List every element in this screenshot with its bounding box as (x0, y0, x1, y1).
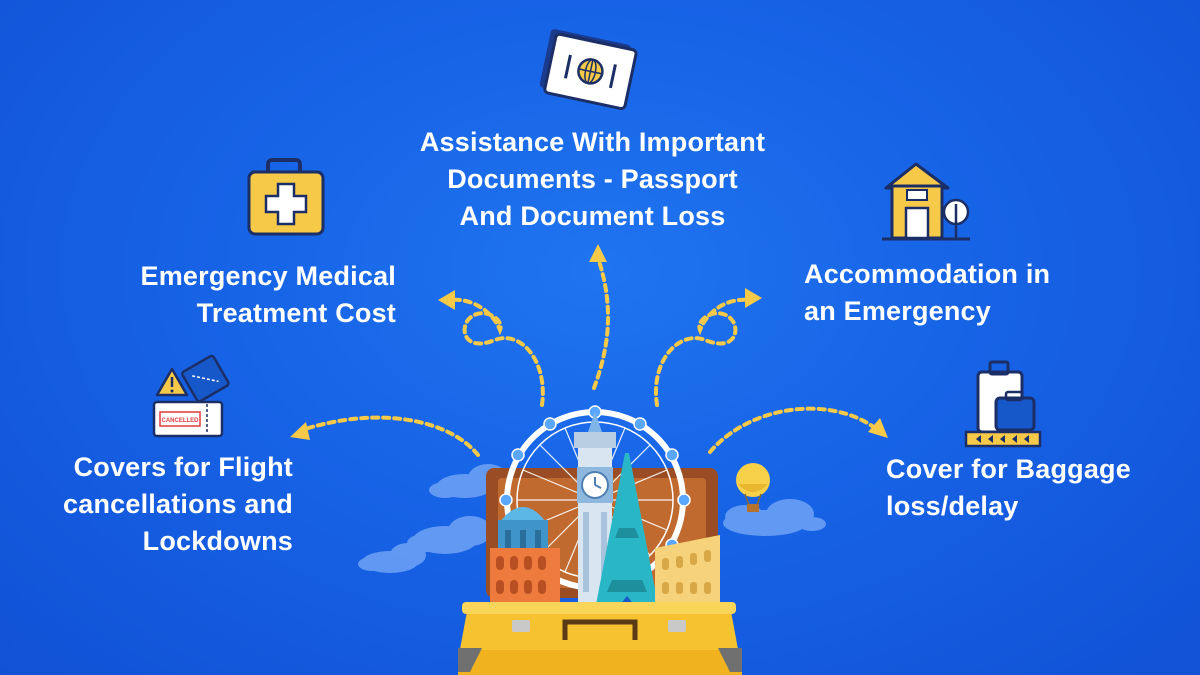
arrow-heads (290, 244, 888, 440)
flight-label-line-2: cancellations and (63, 489, 293, 519)
documents-label-line-3: And Document Loss (459, 201, 726, 231)
arrow-to-flight (300, 415, 480, 457)
baggage-label-line-2: loss/delay (886, 491, 1019, 521)
arrowhead-documents (589, 244, 607, 262)
cancelled-ticket-icon: CANCELLED (152, 354, 230, 438)
clock-tower (574, 412, 616, 605)
cloud-left-mid (407, 516, 492, 554)
flight-label-line-1: Covers for Flight (73, 452, 293, 482)
baggage-label-line-1: Cover for Baggage (886, 454, 1131, 484)
house-icon (882, 162, 970, 241)
arrows (300, 256, 877, 457)
medical-label-line-2: Treatment Cost (196, 298, 396, 328)
open-suitcase-illustration (458, 405, 742, 675)
documents-label-line-2: Documents - Passport (447, 164, 738, 194)
arrow-to-accommodation (653, 297, 750, 407)
clouds (358, 464, 826, 573)
first-aid-kit-icon (247, 158, 325, 236)
accommodation-label-line-2: an Emergency (804, 296, 991, 326)
accommodation-label: Accommodation in an Emergency (804, 256, 1050, 330)
passport-icon (539, 29, 638, 111)
documents-label-line-1: Assistance With Important (419, 127, 766, 157)
baggage-loss-label: Cover for Baggage loss/delay (886, 451, 1131, 525)
cloud-right (723, 499, 826, 536)
colosseum-right (655, 535, 720, 612)
arrowhead-medical (438, 290, 455, 310)
accommodation-label-line-1: Accommodation in (804, 259, 1051, 289)
arrowhead-accommodation (745, 288, 762, 308)
colosseum-left (490, 548, 560, 610)
medical-treatment-label: Emergency Medical Treatment Cost (100, 258, 396, 332)
arrowhead-flight (290, 422, 310, 440)
medical-label-line-1: Emergency Medical (140, 261, 396, 291)
arrow-to-baggage (708, 406, 877, 454)
documents-assistance-label: Assistance With Important Documents - Pa… (400, 124, 785, 235)
hot-air-balloon-icon (736, 463, 770, 512)
arrow-to-documents (592, 256, 610, 390)
luggage-belt-icon (964, 360, 1042, 448)
arrowhead-baggage (868, 418, 888, 438)
flight-label-line-3: Lockdowns (142, 526, 293, 556)
arrow-to-medical (450, 297, 545, 407)
cancelled-stamp-text: CANCELLED (162, 418, 200, 424)
flight-cancellation-label: Covers for Flight cancellations and Lock… (40, 449, 293, 560)
cloud-left-low (358, 543, 426, 573)
